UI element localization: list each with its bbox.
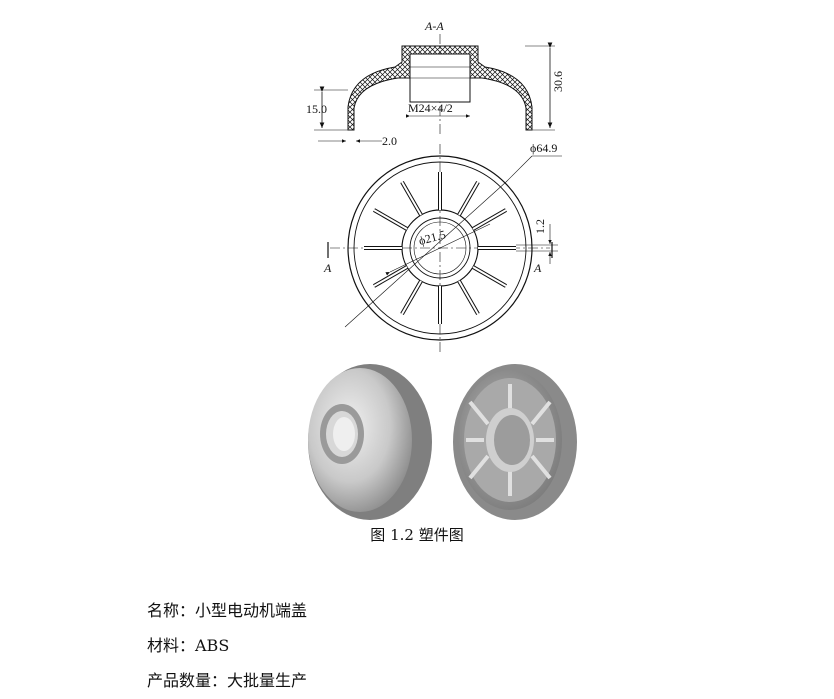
dim-outer-dia: ϕ64.9 bbox=[530, 141, 557, 155]
dim-inner-dia: ϕ21.5 bbox=[417, 227, 447, 248]
spec-material: 材料：ABS bbox=[147, 636, 230, 655]
cut-label-right: A bbox=[533, 261, 542, 275]
part-drawing: A-A 30.6 15.0 M24×4/2 2.0 bbox=[300, 12, 590, 522]
plan-view: ϕ64.9 ϕ21.5 1.2 A A bbox=[323, 141, 562, 352]
figure-caption: 图 1.2 塑件图 bbox=[370, 526, 464, 544]
cut-label-left: A bbox=[323, 261, 332, 275]
section-label: A-A bbox=[424, 19, 444, 33]
dim-thread: M24×4/2 bbox=[408, 101, 453, 115]
spec-name: 名称：小型电动机端盖 bbox=[147, 601, 308, 620]
dim-height: 30.6 bbox=[551, 71, 565, 92]
render-back bbox=[453, 364, 577, 520]
section-view: A-A 30.6 15.0 M24×4/2 2.0 bbox=[306, 19, 565, 148]
spec-quantity: 产品数量：大批量生产 bbox=[147, 671, 308, 690]
dim-wall: 2.0 bbox=[382, 134, 397, 148]
dim-rib: 1.2 bbox=[533, 219, 547, 234]
render-front bbox=[308, 364, 432, 520]
dim-inner-height: 15.0 bbox=[306, 102, 327, 116]
